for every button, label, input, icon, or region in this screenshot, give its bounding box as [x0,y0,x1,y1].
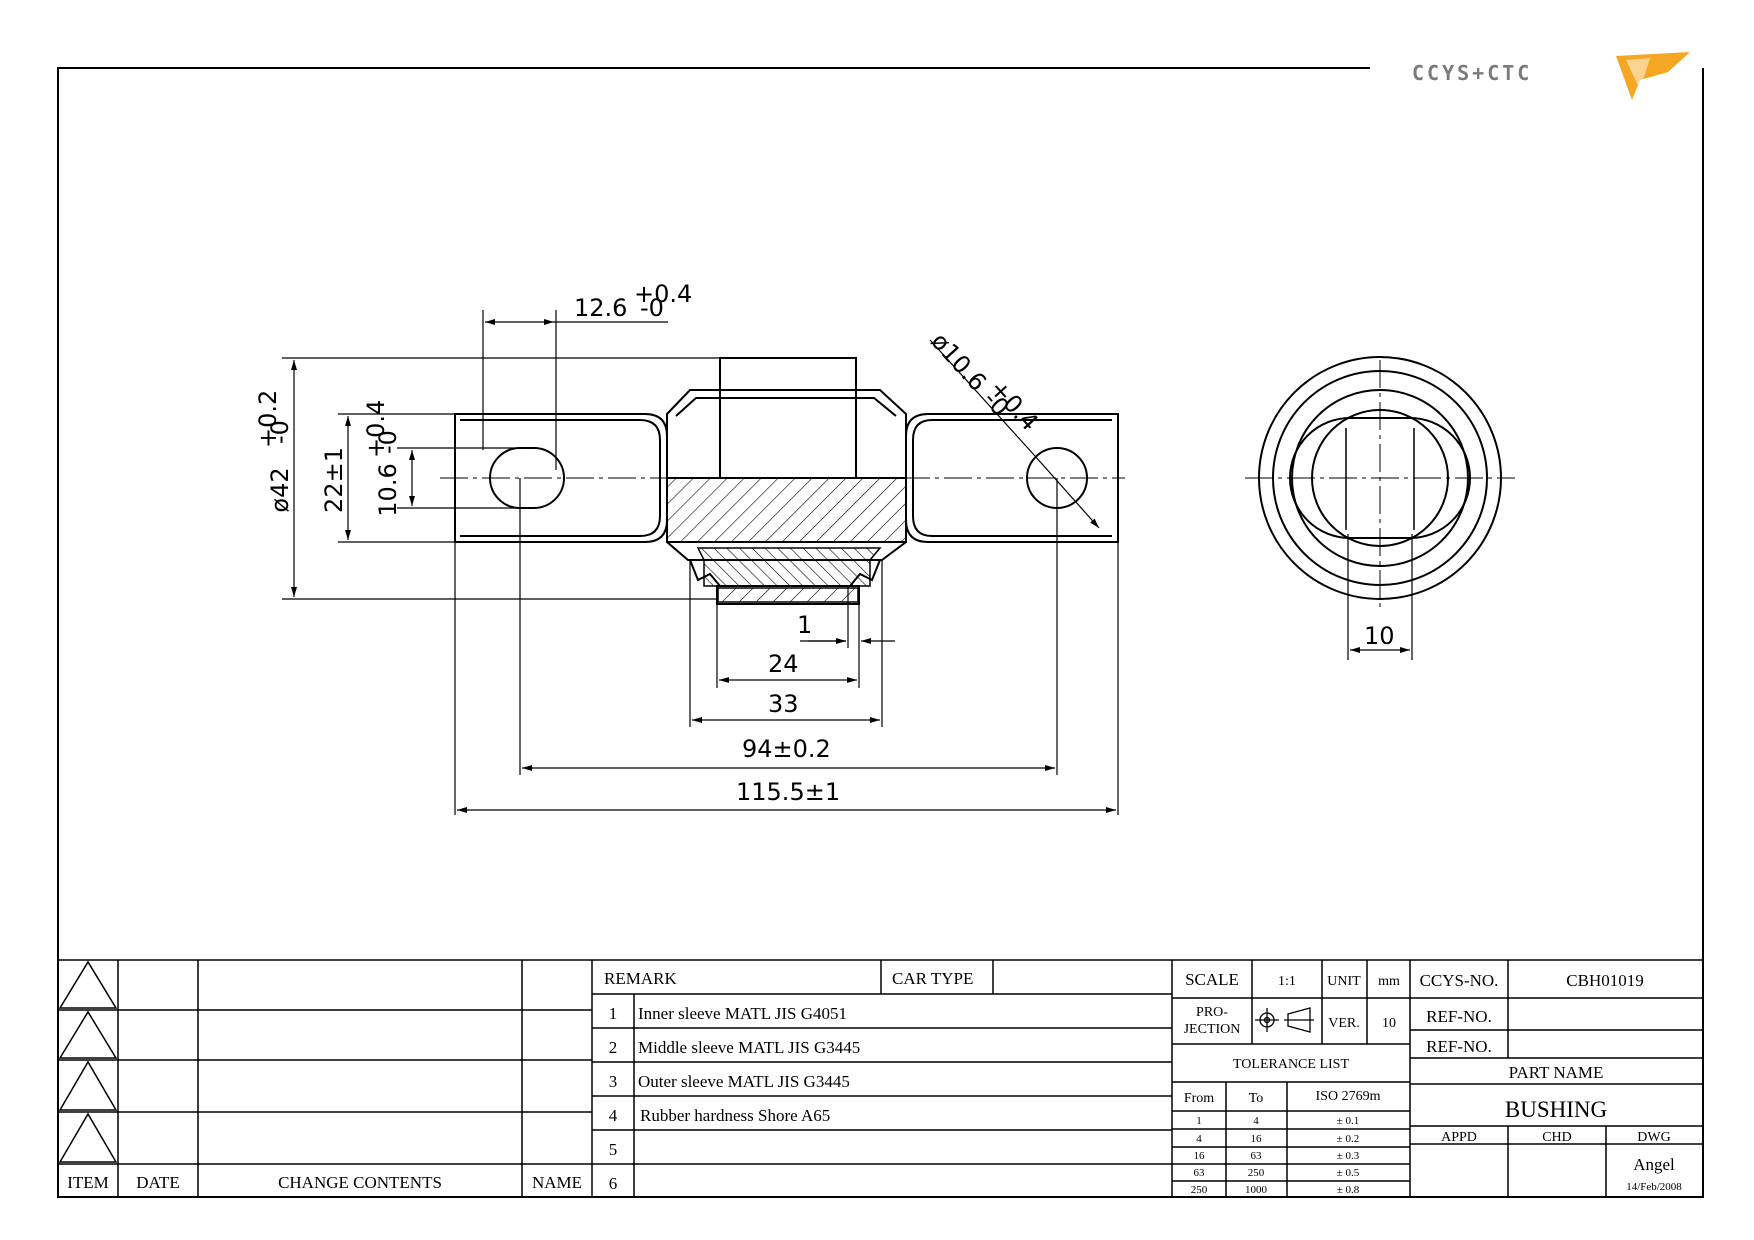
remark-row-text: Inner sleeve MATL JIS G4051 [638,1004,847,1023]
ccys-no-value: CBH01019 [1566,971,1643,990]
remarks-table: REMARK CAR TYPE 1 Inner sleeve MATL JIS … [604,969,973,1193]
dim-hole-tol-up: +0.4 [362,400,390,458]
remark-row-no: 2 [609,1038,618,1057]
tol-value: ± 0.5 [1337,1167,1360,1179]
tol-from: 250 [1191,1184,1208,1196]
tol-from: 16 [1194,1150,1206,1162]
dim-hole-group: 10.6 +0.4 -0 [362,400,402,517]
dwg-label: DWG [1637,1130,1670,1145]
dim-eye-height: 22±1 [320,447,348,513]
revision-triangle-icon [58,1060,118,1111]
dim-outer-dia-group: ø42 +0.2 -0 [254,390,294,513]
header-change-contents: CHANGE CONTENTS [278,1173,442,1192]
tol-to: 4 [1253,1115,1259,1127]
dim-outer-dia-tol-low: -0 [266,420,294,444]
header-item: ITEM [67,1173,109,1192]
dwg-name: Angel [1633,1155,1675,1174]
ver-value: 10 [1382,1016,1396,1031]
header-name: NAME [532,1173,582,1192]
remark-row-no: 5 [609,1140,618,1159]
remark-row-text: Rubber hardness Shore A65 [640,1106,830,1125]
remark-row-no: 6 [609,1174,618,1193]
revision-triangles [58,960,118,1163]
dim-10: 10 [1364,622,1395,650]
dim-hole-right-group: ø10.6 +0.4 -0 [926,327,1044,436]
dim-outer-dia-tol-up: +0.2 [254,390,282,448]
company-logo: CCYS+CTC [1412,52,1690,100]
tol-from: 4 [1196,1133,1202,1145]
extension-lines [282,310,1119,815]
dim-eye-height-group: 22±1 [320,447,348,513]
tolerance-title: TOLERANCE LIST [1233,1057,1349,1072]
car-type-header: CAR TYPE [892,969,973,988]
revision-table: ITEM DATE CHANGE CONTENTS NAME [67,1173,582,1192]
dim-hole-dia: 10.6 [374,463,402,516]
part-name-label: PART NAME [1509,1063,1604,1082]
dim-hole-dia-right: ø10.6 [926,327,992,396]
logo-mark-icon [1616,52,1690,100]
dimension-lines [291,319,1116,813]
dim-115: 115.5±1 [736,778,840,806]
tol-from: 63 [1194,1167,1206,1179]
dwg-date: 14/Feb/2008 [1626,1181,1682,1193]
tol-value: ± 0.3 [1337,1150,1360,1162]
unit-label: UNIT [1327,974,1361,989]
tol-header-iso: ISO 2769m [1316,1089,1381,1104]
side-view [1245,356,1515,660]
tol-from: 1 [1196,1115,1202,1127]
projection-label-2: JECTION [1184,1022,1241,1037]
tol-value: ± 0.8 [1337,1184,1360,1196]
tol-to: 250 [1248,1167,1265,1179]
title-block-right: CCYS-NO. CBH01019 REF-NO. REF-NO. PART N… [1420,971,1683,1193]
dim-slot-width: 12.6 [574,294,627,322]
logo-text: CCYS+CTC [1412,61,1532,85]
projection-label-1: PRO- [1196,1005,1228,1020]
dim-24: 24 [768,650,799,678]
dim-hole-tol-low: -0 [374,430,402,454]
tables-grid [58,959,1703,1197]
revision-triangle-icon [58,960,118,1009]
dim-slot-width-tol-up: +0.4 [634,280,692,308]
drawing-frame [57,67,1704,1198]
tol-value: ± 0.1 [1337,1115,1360,1127]
projection-symbol-icon [1255,1007,1314,1033]
unit-value: mm [1378,974,1400,989]
dim-1: 1 [797,611,812,639]
remark-row-no: 4 [609,1106,618,1125]
revision-triangle-icon [58,1112,118,1163]
scale-value: 1:1 [1278,974,1296,989]
remark-row-text: Outer sleeve MATL JIS G3445 [638,1072,850,1091]
scale-label: SCALE [1185,970,1239,989]
ver-label: VER. [1328,1016,1360,1031]
remark-row-no: 3 [609,1072,618,1091]
appd-label: APPD [1441,1130,1477,1145]
remark-header: REMARK [604,969,677,988]
ref-no-label: REF-NO. [1426,1007,1492,1026]
header-date: DATE [136,1173,179,1192]
dim-33: 33 [768,690,799,718]
remark-row-no: 1 [609,1004,618,1023]
remark-row-text: Middle sleeve MATL JIS G3445 [638,1038,860,1057]
tol-header-to: To [1249,1091,1264,1106]
ccys-no-label: CCYS-NO. [1420,971,1499,990]
ref-no-label: REF-NO. [1426,1037,1492,1056]
tol-to: 1000 [1245,1184,1268,1196]
chd-label: CHD [1542,1130,1572,1145]
revision-triangle-icon [58,1010,118,1059]
tol-value: ± 0.2 [1337,1133,1360,1145]
front-view-section [666,477,907,603]
dim-slot-width-tol-low: -0 [640,294,664,322]
tol-to: 63 [1251,1150,1263,1162]
part-name-value: BUSHING [1505,1097,1607,1122]
tol-header-from: From [1184,1091,1214,1106]
dim-outer-dia: ø42 [266,467,294,512]
title-block-left: SCALE 1:1 UNIT mm PRO- JECTION VER. 10 T… [1184,970,1400,1196]
dim-94: 94±0.2 [742,735,831,763]
tol-to: 16 [1251,1133,1263,1145]
